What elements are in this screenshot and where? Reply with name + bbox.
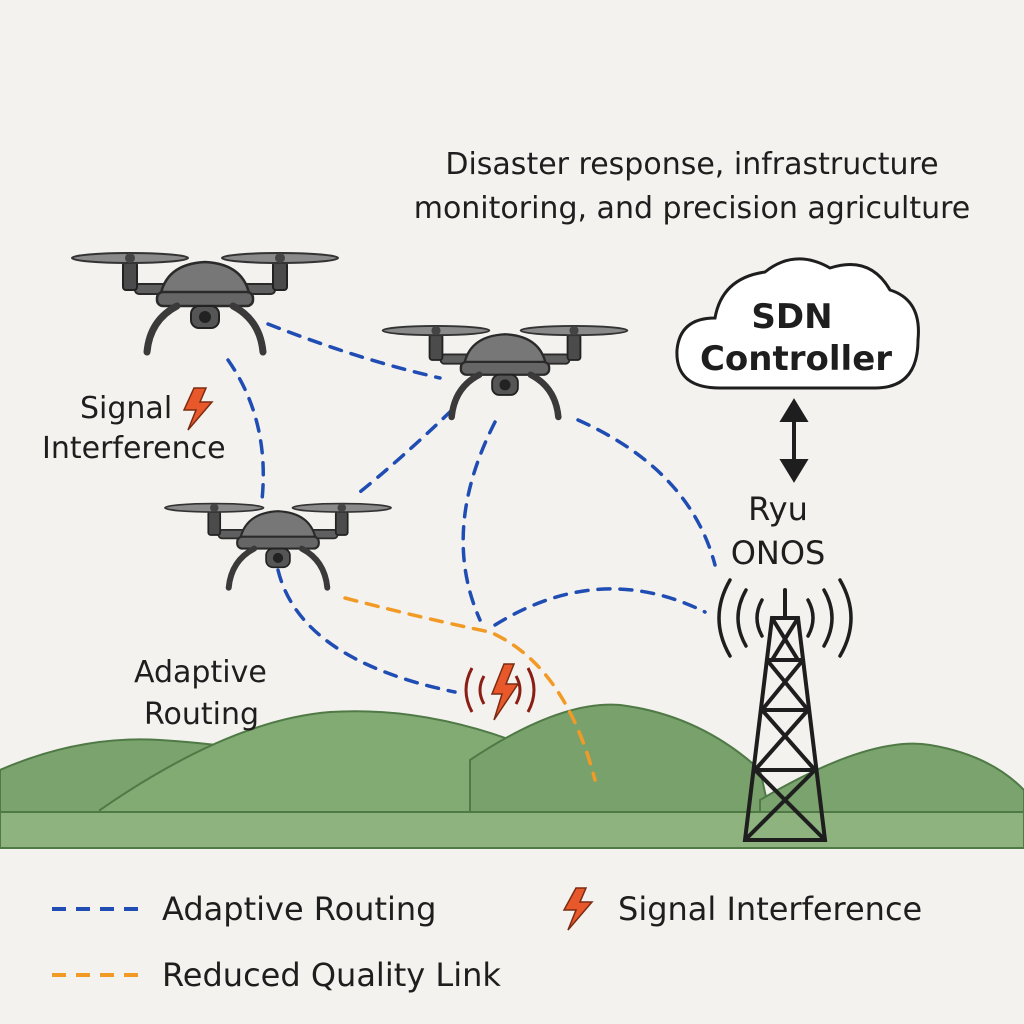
reduced-quality-swatch	[52, 973, 144, 977]
platform-ryu: Ryu	[748, 490, 808, 528]
reduced-quality-link	[343, 596, 597, 782]
radio-tower-icon	[717, 578, 853, 842]
legend-label-reduced-quality: Reduced Quality Link	[162, 956, 501, 994]
link-drone2-ground	[461, 420, 497, 622]
controller-line-1: SDN	[751, 297, 832, 337]
adaptive-routing-links	[226, 322, 717, 694]
lightning-bolt-icon	[182, 387, 214, 431]
legend-label-signal-interference: Signal Interference	[618, 890, 923, 928]
link-interference-tower	[493, 587, 707, 627]
legend-item-reduced-quality: Reduced Quality Link	[50, 956, 501, 994]
link-drone2-tower	[576, 418, 717, 567]
signal-label-line-1: Signal	[80, 391, 172, 426]
cloud-icon	[675, 257, 920, 390]
lightning-bolt-icon	[562, 887, 594, 931]
caption-line-2: monitoring, and precision agriculture	[414, 191, 971, 226]
caption-line-1: Disaster response, infrastructure	[445, 147, 938, 182]
double-arrow-icon	[779, 398, 809, 483]
adaptive-routing-swatch	[52, 907, 144, 911]
legend-item-signal-interference: Signal Interference	[560, 886, 922, 932]
routing-label-line-1: Adaptive	[134, 655, 267, 690]
routing-label-line-2: Routing	[144, 697, 259, 732]
legend: Adaptive Routing Signal Interference Red…	[0, 860, 1024, 1024]
link-drone3-ground	[276, 568, 457, 694]
ground-interference-icon	[464, 663, 536, 721]
link-drone1-drone2	[266, 322, 442, 380]
legend-label-adaptive-routing: Adaptive Routing	[162, 890, 437, 928]
link-drone2-drone3	[353, 408, 454, 498]
controller-line-2: Controller	[700, 339, 892, 379]
hills	[0, 703, 1024, 849]
link-drone1-drone3	[226, 358, 266, 502]
platform-onos: ONOS	[731, 534, 826, 572]
signal-label-line-2: Interference	[42, 431, 226, 466]
legend-item-adaptive-routing: Adaptive Routing	[50, 890, 436, 928]
